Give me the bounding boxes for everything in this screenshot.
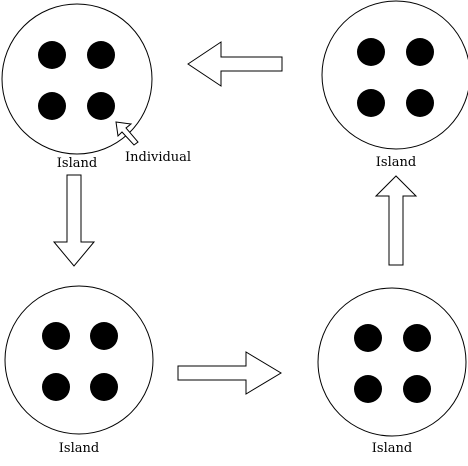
individual-dot	[38, 92, 66, 120]
individual-dot	[42, 322, 70, 350]
individual-dot	[90, 322, 118, 350]
individual-dot	[42, 373, 70, 401]
individual-dot	[403, 375, 431, 403]
individual-dot	[406, 38, 434, 66]
individual-dot	[357, 38, 385, 66]
arrow-bottom-right-to-top-right	[374, 175, 418, 266]
arrow-top-left-to-bottom-left	[52, 174, 96, 267]
island-boundary	[317, 287, 467, 437]
arrow-top-right-to-top-left	[187, 41, 283, 87]
individual-dot	[87, 41, 115, 69]
island-label-top-right: Island	[375, 155, 417, 170]
island-bottom-right	[317, 287, 467, 437]
island-label-bottom-right: Island	[371, 441, 413, 456]
individual-dot	[357, 89, 385, 117]
island-boundary	[4, 285, 154, 435]
individual-dot	[90, 373, 118, 401]
arrow-bottom-left-to-bottom-right	[177, 351, 282, 395]
island-label-top-left: Island	[56, 156, 98, 171]
island-boundary	[1, 3, 153, 155]
island-top-right	[321, 0, 468, 150]
individual-dot	[403, 324, 431, 352]
individual-dot	[354, 324, 382, 352]
individual-pointer-arrow	[115, 121, 139, 146]
island-bottom-left	[4, 285, 154, 435]
individual-dot	[406, 89, 434, 117]
individual-dot	[87, 92, 115, 120]
individual-dot	[354, 375, 382, 403]
island-top-left	[1, 3, 153, 155]
island-label-bottom-left: Island	[58, 441, 100, 456]
individual-annotation-label: Individual	[125, 150, 192, 165]
island-boundary	[321, 0, 468, 150]
individual-dot	[38, 41, 66, 69]
